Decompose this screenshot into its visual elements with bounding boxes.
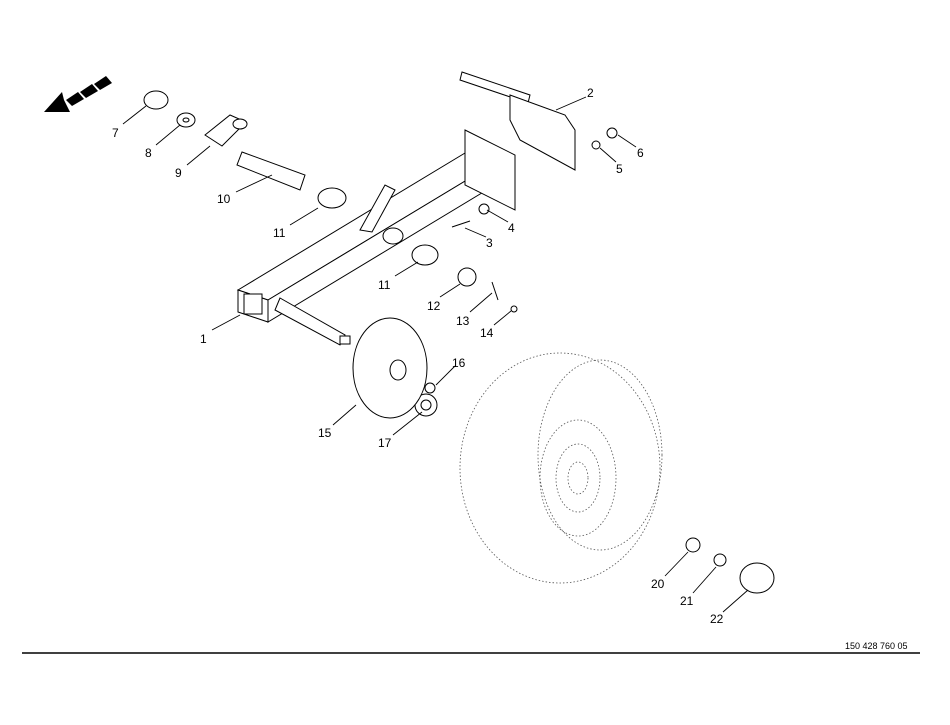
- callout-20: 20: [651, 577, 665, 591]
- callout-21: 21: [680, 594, 694, 608]
- callout-11b: 11: [378, 278, 391, 292]
- callout-22: 22: [710, 612, 724, 626]
- wheel: [459, 352, 663, 584]
- callout-5: 5: [616, 162, 623, 176]
- callout-labels: 7 8 9 10 11 2 6 5 4 3 11 12 13 14 1 16 1…: [112, 86, 724, 626]
- callout-2: 2: [587, 86, 594, 100]
- callout-1: 1: [200, 332, 207, 346]
- callout-4: 4: [508, 221, 515, 235]
- callout-7: 7: [112, 126, 119, 140]
- callout-16: 16: [452, 356, 466, 370]
- callout-8: 8: [145, 146, 152, 160]
- callout-10: 10: [217, 192, 231, 206]
- callout-9: 9: [175, 166, 182, 180]
- callout-15: 15: [318, 426, 332, 440]
- axle-frame-beam: [236, 129, 516, 346]
- spindle-bracket: [459, 71, 576, 171]
- callout-11: 11: [273, 226, 286, 240]
- callout-12: 12: [427, 299, 441, 313]
- small-parts: [143, 90, 775, 594]
- callout-17: 17: [378, 436, 392, 450]
- callout-13: 13: [456, 314, 470, 328]
- document-number: 150 428 760 05: [845, 641, 908, 651]
- callout-3: 3: [486, 236, 493, 250]
- callout-14: 14: [480, 326, 494, 340]
- callout-6: 6: [637, 146, 644, 160]
- travel-direction-arrow-icon: [44, 76, 112, 112]
- callout-leaders: [122, 96, 749, 613]
